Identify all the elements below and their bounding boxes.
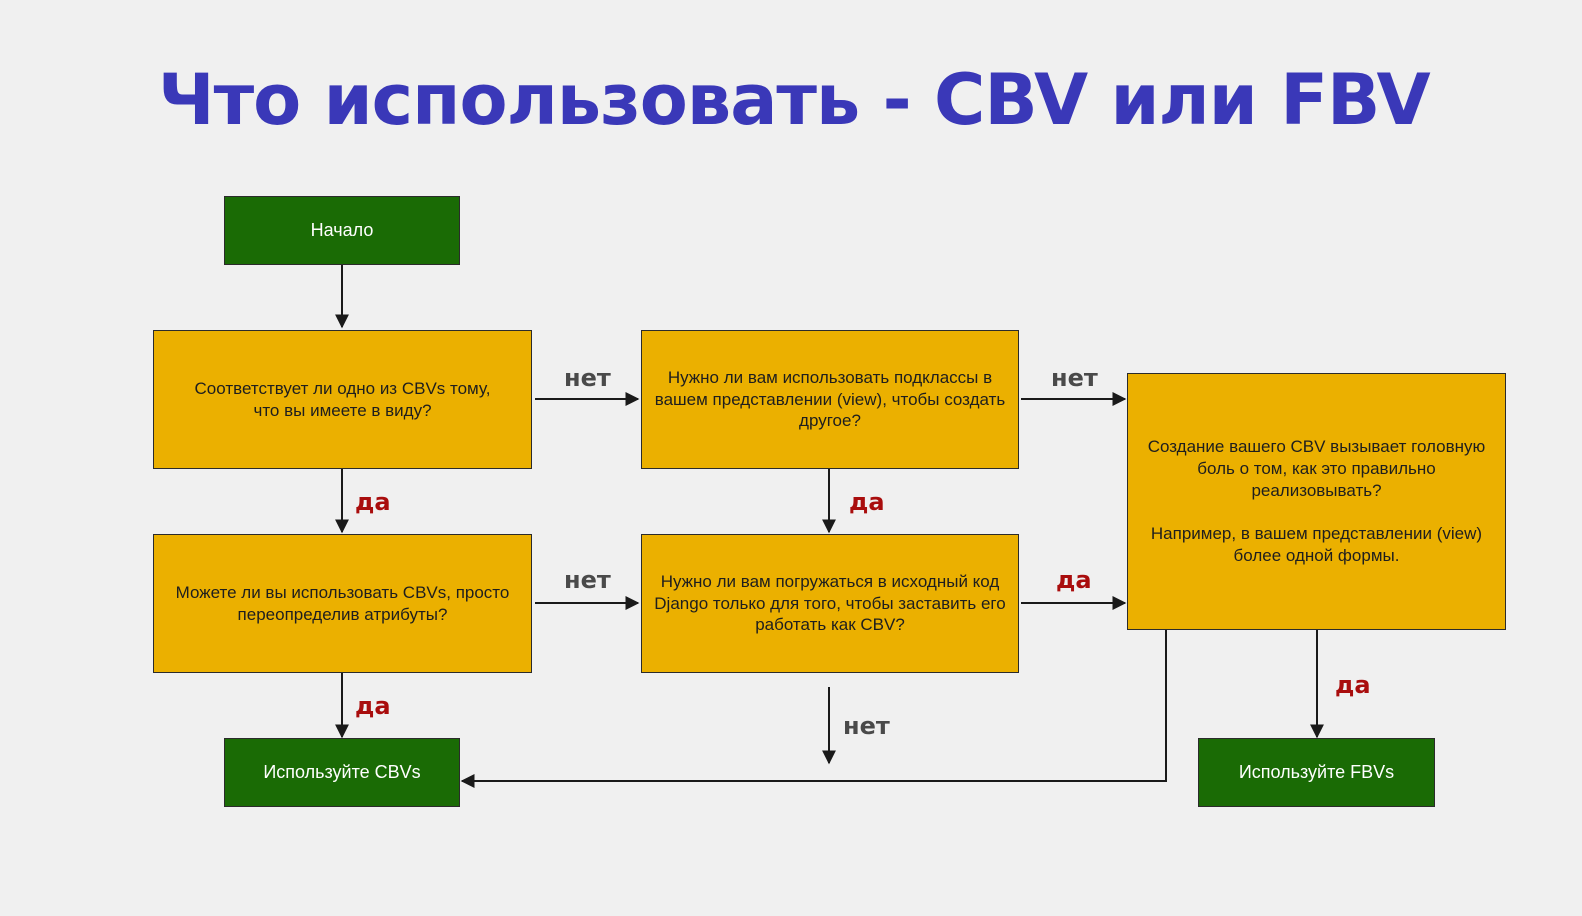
start-node: Начало: [224, 196, 460, 265]
edge-label-q3-cbv: да: [355, 692, 391, 720]
edge-label-q4-cbv: нет: [843, 712, 890, 740]
use-fbv-node: Используйте FBVs: [1198, 738, 1435, 807]
page-title: Что использовать - CBV или FBV: [158, 59, 1431, 141]
edge-label-q1-q3: да: [355, 488, 391, 516]
decision-cbv-matches: Соответствует ли одно из CBVs тому, что …: [153, 330, 532, 469]
edge-label-q2-q5: нет: [1051, 364, 1098, 392]
edge-label-q4-q5: да: [1056, 566, 1092, 594]
decision-dig-into-django-source: Нужно ли вам погружаться в исходный код …: [641, 534, 1019, 673]
decision-cbv-headache: Создание вашего CBV вызывает головную бо…: [1127, 373, 1506, 630]
use-cbv-node: Используйте CBVs: [224, 738, 460, 807]
decision-need-subclassing: Нужно ли вам использовать подклассы в ва…: [641, 330, 1019, 469]
edge-label-q3-q4: нет: [564, 566, 611, 594]
arrow-q5-to-cbv: [460, 630, 1167, 788]
decision-override-attributes: Можете ли вы использовать CBVs, просто п…: [153, 534, 532, 673]
edge-label-q1-q2: нет: [564, 364, 611, 392]
edge-label-q2-q4: да: [849, 488, 885, 516]
edge-label-q5-fbv: да: [1335, 671, 1371, 699]
